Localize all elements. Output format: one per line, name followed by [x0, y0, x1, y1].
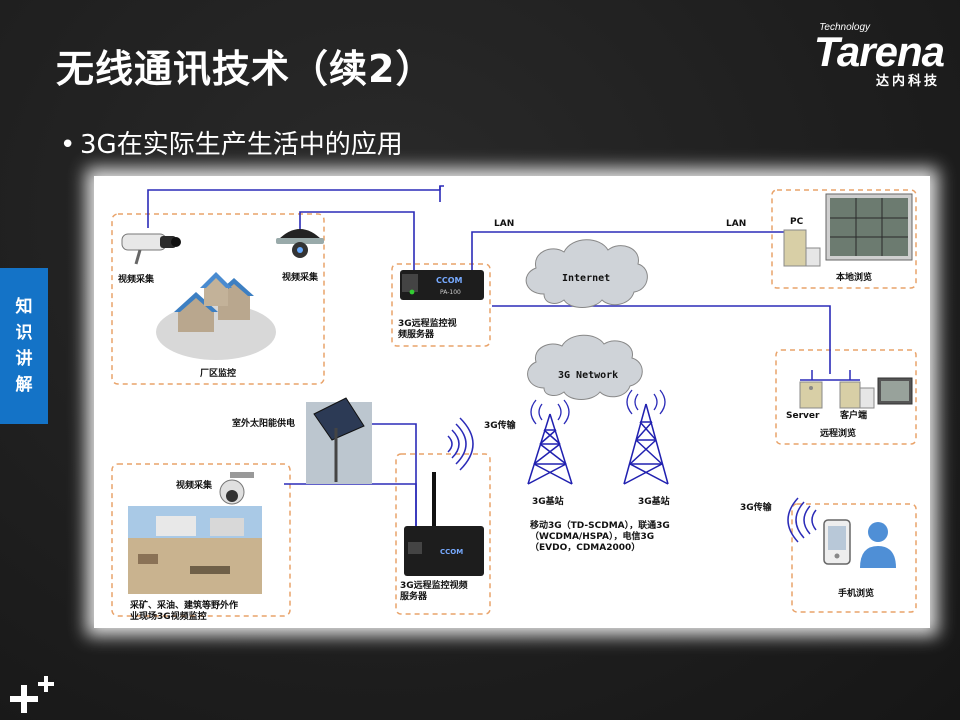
factory-group [111, 213, 325, 385]
client-monitor-icon [877, 377, 913, 405]
lan-line [471, 231, 784, 270]
bottom-server-device: 3G传输 CCOM 3G远程监控视频 服务器 [400, 417, 517, 602]
factory-area: 视频采集 视频采集 厂区监控 [118, 229, 324, 379]
logo-brand: Tarena [813, 28, 945, 75]
side-tab-knowledge[interactable]: 知 识 讲 解 [0, 268, 48, 424]
internet-cloud-icon: Internet [525, 239, 648, 308]
side-tab-char: 讲 [15, 349, 33, 369]
mobile-group [791, 503, 917, 613]
top-device-brand: CCOM [436, 276, 463, 285]
bullet-camera-icon [121, 233, 181, 265]
tower-waves-icon [626, 389, 666, 415]
signal-waves-icon [447, 417, 474, 471]
trans1-label: 3G传输 [484, 419, 517, 431]
field-caption-1: 采矿、采油、建筑等野外作 [129, 599, 238, 611]
3g-network-cloud-icon: 3G Network [527, 334, 643, 400]
tower-icon [623, 403, 669, 485]
trans2-label: 3G传输 [740, 501, 773, 513]
client-pc-icon [839, 381, 875, 409]
plus-decoration-icon [10, 676, 54, 713]
dome-camera-icon [276, 229, 324, 258]
logo-tagline: Technology [819, 22, 870, 33]
internet-to-remote [492, 305, 831, 374]
slide-title: 无线通讯技术（续2） [56, 47, 435, 91]
bullet-text: 3G在实际生产生活中的应用 [80, 130, 403, 160]
local-view-group [771, 189, 917, 289]
field-group [111, 463, 291, 617]
factory-caption: 厂区监控 [200, 367, 236, 379]
monitor-screen-icon [825, 193, 913, 261]
top-server-device: CCOM PA-100 3G远程监控视 频服务器 [398, 270, 484, 340]
link-cam2-server [299, 211, 415, 270]
bottom-server-caption-2: 服务器 [400, 590, 428, 602]
remote-client-label: 客户端 [839, 409, 867, 421]
base1-label: 3G基站 [532, 495, 564, 507]
house-icon [174, 272, 254, 332]
field-area: 视频采集 采矿、采油、建筑等野外作 业现场3G视频监控 [128, 472, 262, 622]
remote-server-label: Server [786, 411, 820, 421]
logo-chinese: 达内科技 [875, 74, 940, 89]
top-device-model: PA-100 [440, 289, 461, 296]
side-tab-char: 识 [15, 323, 33, 343]
base2-label: 3G基站 [638, 495, 670, 507]
carriers-line-1: 移动3G（TD-SCDMA），联通3G [530, 519, 670, 531]
solar-panel-icon [313, 397, 365, 482]
pc-tower-icon [783, 229, 821, 267]
lan-label-1: LAN [494, 219, 514, 229]
factory-ground [156, 304, 276, 360]
server-icon [799, 381, 823, 409]
construction-site-photo [128, 506, 262, 594]
tower-waves-icon [530, 399, 570, 425]
link-cam1-top [147, 189, 441, 228]
carriers-line-3: （EVDO，CDMA2000） [530, 542, 640, 553]
bottom-server-group [395, 453, 491, 615]
remote-view-group [775, 349, 917, 445]
top-server-caption-1: 3G远程监控视 [398, 317, 457, 329]
user-icon [860, 522, 896, 568]
side-tab-char: 解 [15, 375, 33, 395]
mobile-view: 3G传输 手机浏览 [740, 497, 896, 599]
tarena-logo: Technology Tarena 达内科技 [774, 22, 945, 89]
solar-label: 室外太阳能供电 [232, 417, 295, 429]
base-station-1: 3G基站 [527, 399, 573, 507]
network-diagram: LAN LAN 视频采集 视频采集 厂区监控 [111, 185, 917, 622]
3g-network-label: 3G Network [558, 370, 618, 381]
bottom-server-caption-1: 3G远程监控视频 [400, 579, 468, 591]
carriers-line-2: （WCDMA/HSPA），电信3G [530, 530, 654, 542]
top-server-group [391, 263, 491, 347]
local-view-caption: 本地浏览 [836, 271, 872, 283]
tower-icon [527, 413, 573, 485]
ptz-camera-icon [219, 472, 254, 505]
mobile-caption: 手机浏览 [838, 587, 874, 599]
remote-view: Server 客户端 远程浏览 [786, 370, 913, 439]
local-pc-label: PC [790, 217, 804, 227]
side-tab-char: 知 [15, 297, 33, 317]
phone-icon [823, 519, 851, 565]
bottom-device-brand: CCOM [440, 548, 463, 556]
solar-panel: 室外太阳能供电 [232, 397, 372, 484]
phone-waves-icon [787, 497, 817, 543]
factory-cam2-label: 视频采集 [282, 271, 319, 283]
factory-cam1-label: 视频采集 [118, 273, 155, 285]
top-server-caption-2: 频服务器 [398, 328, 435, 340]
field-cam-label: 视频采集 [176, 479, 213, 491]
bullet-dot-icon: • [60, 130, 76, 160]
remote-view-caption: 远程浏览 [820, 427, 856, 439]
local-view: PC 本地浏览 [783, 193, 913, 283]
field-caption-2: 业现场3G视频监控 [130, 610, 207, 622]
internet-label: Internet [562, 273, 610, 284]
lan-label-2: LAN [726, 219, 746, 229]
base-station-2: 3G基站 [623, 389, 670, 507]
bullet-item: •3G在实际生产生活中的应用 [60, 124, 403, 161]
